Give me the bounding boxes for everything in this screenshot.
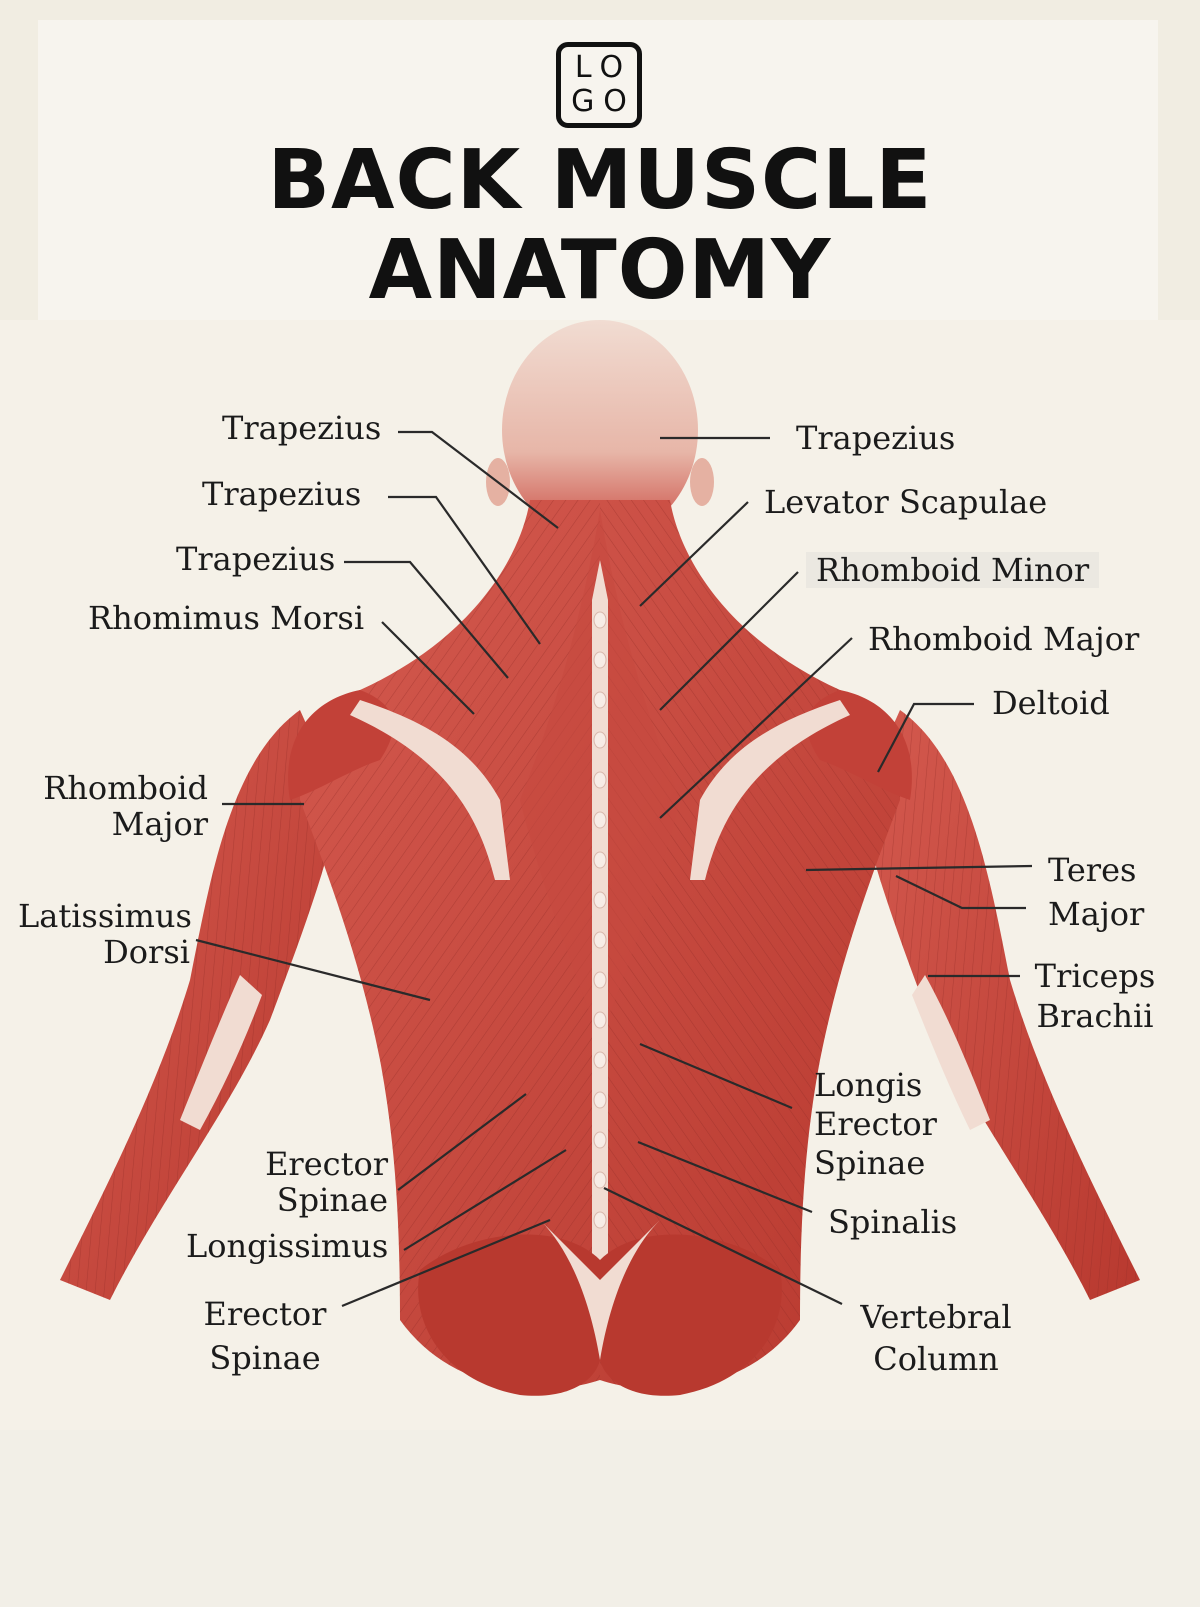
label-levator-scapulae: Levator Scapulae	[764, 483, 1048, 521]
label-rhomboid-major-left-line-2: Major	[111, 805, 208, 843]
label-latissimus-dorsi-line-2: Dorsi	[103, 933, 190, 971]
label-vertebral-column-line-2: Column	[873, 1340, 999, 1378]
label-trapezius-left-2: Trapezius	[202, 475, 362, 513]
label-erector-spinae-2-line-1: Erector	[203, 1295, 327, 1333]
label-longis-erector-spinae-line-2: Erector	[814, 1105, 937, 1143]
right-glute	[600, 1234, 782, 1396]
label-deltoid: Deltoid	[992, 684, 1110, 722]
label-teres-major: Teres Major	[1048, 848, 1144, 936]
label-rhomboid-major-left: Rhomboid Major	[40, 770, 208, 842]
page-title-line-2: ANATOMY	[368, 223, 832, 318]
label-triceps-brachii: Triceps Brachii	[1030, 956, 1160, 1036]
label-rhomboid-minor: Rhomboid Minor	[806, 552, 1100, 588]
header-panel	[38, 20, 1158, 328]
label-rhomboid-major-left-line-1: Rhomboid	[43, 769, 208, 807]
vertebrae	[593, 611, 607, 1229]
label-latissimus-dorsi: Latissimus Dorsi	[18, 897, 192, 971]
label-erector-spinae-2: Erector Spinae	[190, 1292, 340, 1380]
label-vertebral-column: Vertebral Column	[856, 1296, 1016, 1380]
label-trapezius-left-1: Trapezius	[222, 409, 382, 447]
logo-line-1: LO	[574, 50, 633, 85]
label-longissimus: Longissimus	[186, 1227, 389, 1265]
label-teres-major-line-1: Teres	[1048, 851, 1137, 889]
right-arm	[860, 710, 1140, 1300]
label-rhomimus-morsi: Rhomimus Morsi	[88, 599, 365, 637]
page-title-line-1: BACK MUSCLE	[267, 133, 933, 228]
label-triceps-brachii-line-1: Triceps	[1034, 957, 1156, 995]
sacral-tendon	[540, 1220, 660, 1360]
label-erector-spinae-1-line-2: Spinae	[276, 1181, 388, 1219]
label-triceps-brachii-line-2: Brachii	[1036, 997, 1154, 1035]
label-longis-erector-spinae: Longis Erector Spinae	[814, 1066, 937, 1183]
label-erector-spinae-1-line-1: Erector	[265, 1145, 388, 1183]
right-scapula-tendon	[690, 700, 850, 880]
logo-line-2: GO	[571, 84, 636, 119]
label-spinalis: Spinalis	[828, 1203, 958, 1241]
label-vertebral-column-line-1: Vertebral	[860, 1298, 1012, 1336]
left-arm	[60, 710, 340, 1300]
footer-band	[0, 1430, 1200, 1607]
label-trapezius-right: Trapezius	[796, 419, 956, 457]
label-erector-spinae-1: Erector Spinae	[240, 1146, 388, 1218]
left-glute	[418, 1234, 600, 1396]
label-longis-erector-spinae-line-1: Longis	[814, 1066, 923, 1104]
label-erector-spinae-2-line-2: Spinae	[209, 1339, 321, 1377]
leader-lines	[195, 430, 1033, 1308]
back-anatomy-illustration	[60, 320, 1140, 1396]
label-latissimus-dorsi-line-1: Latissimus	[18, 897, 192, 935]
left-scapula-tendon	[350, 700, 510, 880]
label-trapezius-left-3: Trapezius	[176, 540, 336, 578]
label-longis-erector-spinae-line-3: Spinae	[814, 1144, 926, 1182]
head	[486, 320, 714, 540]
label-teres-major-line-2: Major	[1048, 895, 1145, 933]
logo: LO GO	[556, 42, 642, 128]
label-rhomboid-major-right: Rhomboid Major	[868, 620, 1140, 658]
